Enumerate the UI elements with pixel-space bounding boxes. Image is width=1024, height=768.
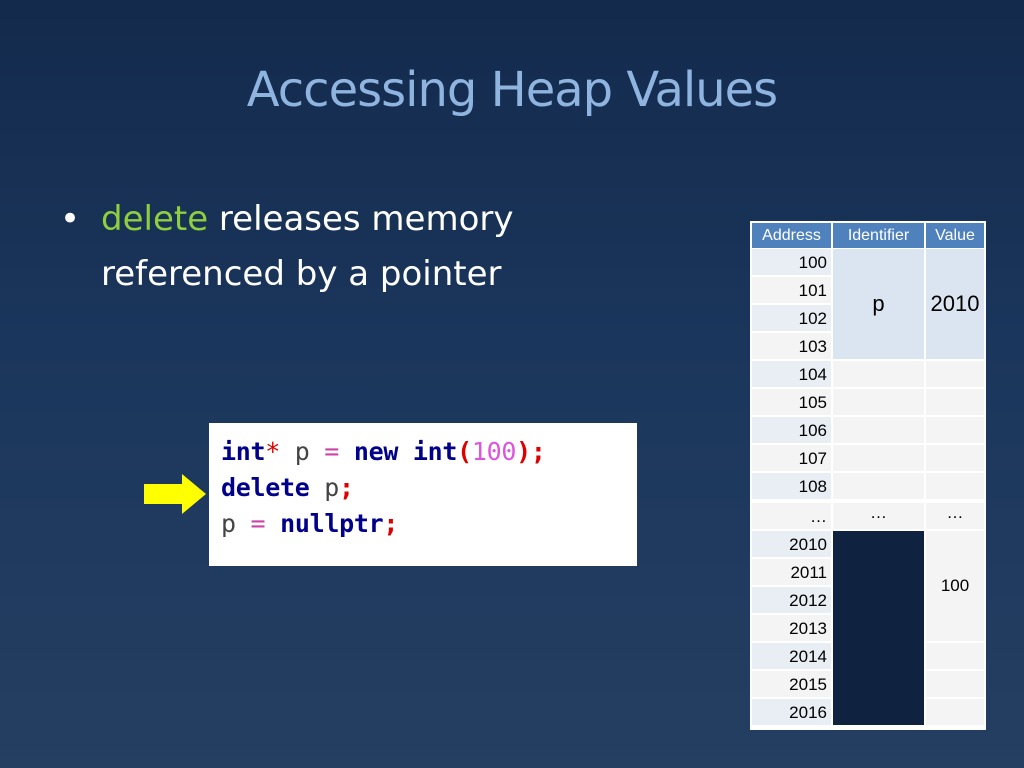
table-header-identifier: Identifier [833,223,924,248]
value-cell [926,473,984,499]
code-block: int* p = new int(100); delete p; p = nul… [209,423,637,566]
address-cell: 103 [752,333,831,359]
value-cell [926,643,984,669]
arrow-right-icon [144,474,206,514]
identifier-cell [833,473,924,499]
address-cell: 106 [752,417,831,443]
slide-title: Accessing Heap Values [246,62,778,118]
address-cell: 2012 [752,587,831,613]
address-cell: … [752,503,831,529]
identifier-cell [833,445,924,471]
bullet-line2: referenced by a pointer [101,254,502,294]
address-cell: 2010 [752,531,831,557]
address-cell: 2013 [752,615,831,641]
value-cell [926,389,984,415]
address-cell: 107 [752,445,831,471]
bullet-dot: • [60,199,81,239]
code-line-3: p = nullptr; [221,509,399,538]
ellipsis-value: … [926,503,984,529]
address-cell: 2011 [752,559,831,585]
address-cell: 105 [752,389,831,415]
identifier-cell [833,361,924,387]
bullet-text: delete releases memory referenced by a p… [101,192,581,302]
address-cell: 108 [752,473,831,499]
identifier-cell [833,389,924,415]
identifier-p: p [833,249,924,359]
identifier-cell [833,417,924,443]
value-cell [926,417,984,443]
freed-identifier-block [833,531,924,725]
ellipsis-identifier: … [833,503,924,529]
address-cell: 101 [752,277,831,303]
value-cell [926,445,984,471]
address-cell: 104 [752,361,831,387]
delete-keyword: delete [101,199,209,239]
value-cell [926,671,984,697]
address-cell: 100 [752,249,831,275]
address-cell: 2016 [752,699,831,725]
heap-value: 100 [926,531,984,641]
code-line-1: int* p = new int(100); [221,437,546,466]
value-p: 2010 [926,249,984,359]
address-cell: 2014 [752,643,831,669]
table-header-address: Address [752,223,831,248]
table-header-value: Value [926,223,984,248]
bullet-line1-rest: releases memory [208,199,514,239]
value-cell [926,361,984,387]
address-cell: 2015 [752,671,831,697]
value-cell [926,699,984,725]
code-line-2: delete p; [221,473,354,502]
address-cell: 102 [752,305,831,331]
